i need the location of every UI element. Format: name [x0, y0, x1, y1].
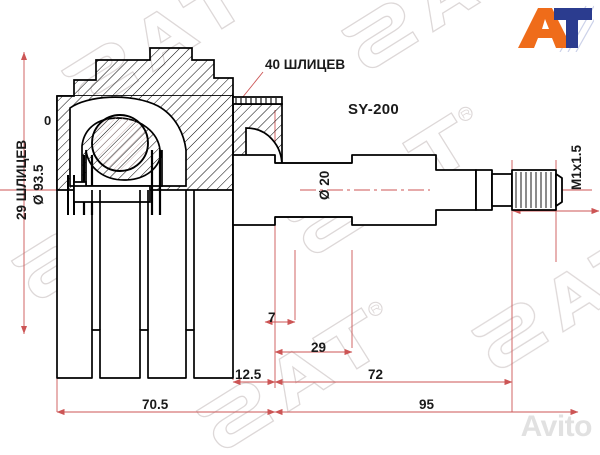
label-part-number: SY-200 [348, 101, 400, 118]
drive-shaft [232, 154, 563, 226]
flange-dim-arrow [21, 52, 27, 334]
at-logo [518, 5, 594, 52]
label-ball-callout: 0 [44, 113, 52, 128]
label-diameter-20: Ø 20 [317, 170, 332, 200]
label-thread-spec: M1x1.5 [569, 144, 584, 190]
dimension-groove-width: 7 [268, 310, 276, 325]
dimension-joint-length: 70.5 [142, 397, 169, 412]
at-logo-letter-t [554, 8, 592, 48]
dimension-spline-length: 29 [311, 340, 327, 355]
dimension-shaft-step: 12.5 [235, 367, 262, 382]
label-29-splines: 29 ШЛИЦЕВ [14, 139, 29, 220]
dimension-overall-length: 95 [419, 397, 435, 412]
joint-ball [91, 114, 149, 172]
label-diameter-93-5: Ø 93.5 [31, 164, 46, 205]
avito-watermark: Avito [520, 410, 593, 443]
dimension-shaft-length: 72 [368, 367, 384, 382]
label-40-splines: 40 ШЛИЦЕВ [265, 57, 346, 72]
